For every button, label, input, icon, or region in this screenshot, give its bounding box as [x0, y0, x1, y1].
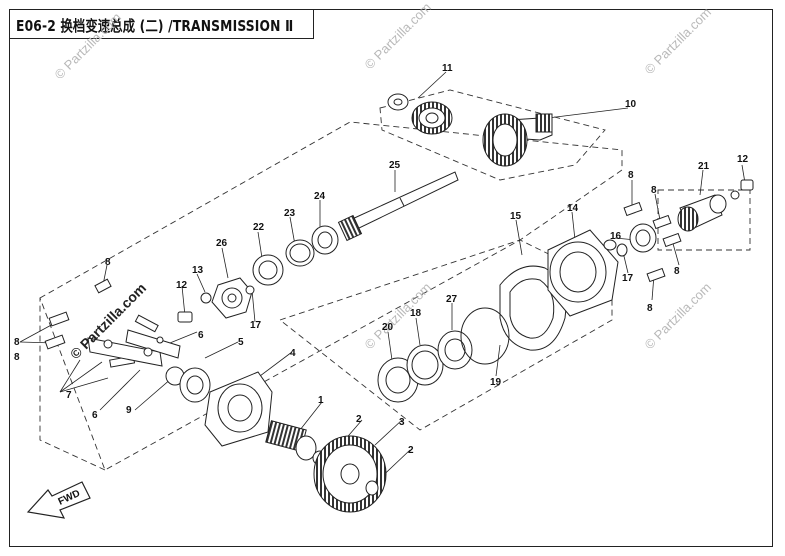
callout: 6: [198, 330, 204, 341]
bearings-upper: [252, 225, 339, 286]
callout: 27: [446, 294, 458, 305]
callout: 12: [737, 154, 749, 165]
callout: 2: [408, 445, 414, 456]
callout: 22: [253, 222, 265, 233]
part-25-main-shaft: [337, 171, 459, 242]
diagram-frame: [9, 9, 773, 547]
callout: 24: [314, 191, 326, 202]
callout: 15: [510, 211, 522, 222]
watermark-3: © Partzilla.com: [642, 5, 715, 78]
callout: 21: [698, 161, 710, 172]
bearings-lower: [377, 307, 510, 403]
watermark-1: © Partzilla.com: [52, 10, 125, 83]
part-14-cover: [547, 229, 619, 317]
callout: 18: [410, 308, 422, 319]
part-15-gasket: [499, 265, 567, 351]
watermarks: © Partzilla.com © Partzilla.com © Partzi…: [52, 0, 715, 362]
callout: 19: [490, 377, 502, 388]
callout: 26: [216, 238, 228, 249]
right-parts: [616, 179, 754, 283]
callout: 25: [389, 160, 401, 171]
callout: 11: [442, 63, 453, 74]
callout: 6: [92, 410, 98, 421]
leader-lines: [19, 71, 746, 487]
callout: 3: [399, 417, 405, 428]
left-bolts-plates: [44, 278, 181, 368]
callout: 8: [674, 266, 680, 277]
callout: 16: [610, 231, 622, 242]
callout: 20: [382, 322, 394, 333]
callout: 9: [126, 405, 132, 416]
callout: 8: [651, 185, 657, 196]
part-26-flange: [177, 277, 255, 323]
callout-numbers: 11 10 25 24 23 22 26 13 12 17 8 8 8 7 6 …: [14, 63, 749, 456]
part-11-nut-gear: [387, 93, 453, 135]
callout: 8: [105, 257, 111, 268]
callout: 2: [356, 414, 362, 425]
callout: 12: [176, 280, 188, 291]
callout: 17: [622, 273, 634, 284]
dashed-group-outlines: [39, 89, 751, 471]
part-4-housing: [165, 366, 273, 447]
callout: 8: [14, 337, 20, 348]
part-10-bevel-gear: [482, 113, 553, 167]
callout: 1: [318, 395, 324, 406]
fwd-arrow: FWD: [26, 481, 91, 519]
callout: 13: [192, 265, 204, 276]
part-1-3-gears: [265, 420, 387, 513]
callout: 14: [567, 203, 579, 214]
callout: 23: [284, 208, 296, 219]
callout: 10: [625, 99, 637, 110]
callout: 17: [250, 320, 262, 331]
callout: 4: [290, 348, 296, 359]
page-title: E06-2 换档变速总成 (二) /TRANSMISSION Ⅱ: [16, 17, 294, 35]
title-box: [9, 9, 314, 39]
watermark-2: © Partzilla.com: [362, 0, 435, 72]
callout: 8: [647, 303, 653, 314]
callout: 8: [628, 170, 634, 181]
watermark-4: © Partzilla.com: [362, 280, 435, 353]
callout: 8: [14, 352, 20, 363]
callout: 5: [238, 337, 244, 348]
callout: 7: [66, 390, 72, 401]
